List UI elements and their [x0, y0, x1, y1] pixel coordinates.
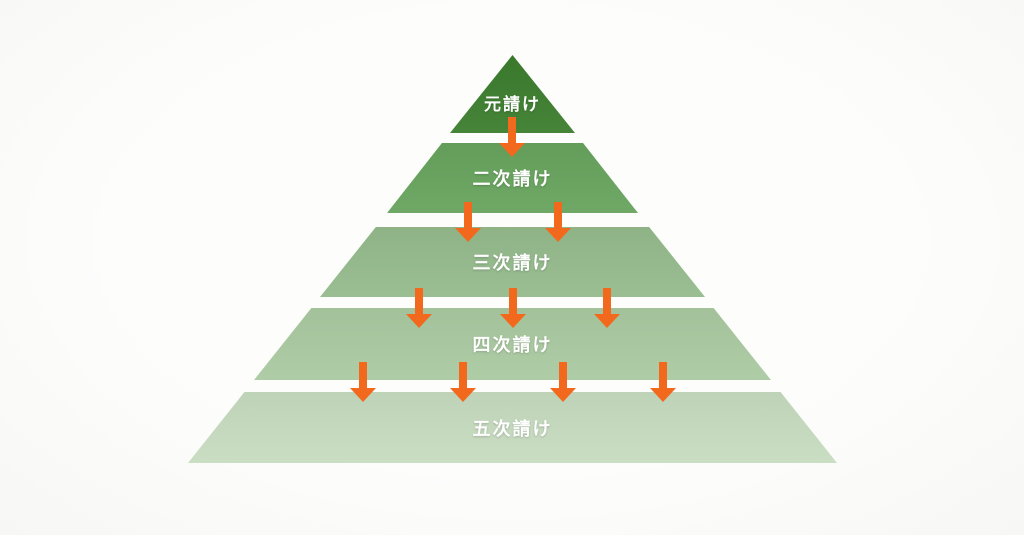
level-1-label: 元請け [484, 95, 541, 114]
down-arrow-icon [450, 362, 476, 402]
level-4-label: 四次請け [472, 335, 553, 355]
down-arrow-icon [594, 288, 620, 328]
level-5-label: 五次請け [472, 418, 553, 439]
down-arrow-icon [350, 362, 376, 402]
down-arrow-icon [500, 288, 526, 328]
down-arrow-icon [455, 202, 481, 242]
pyramid-level-5: 五次請け [188, 392, 837, 463]
down-arrow-icon [406, 288, 432, 328]
level-3-label: 三次請け [472, 253, 553, 273]
level-2-label: 二次請け [472, 169, 553, 189]
down-arrow-icon [499, 117, 525, 157]
down-arrow-icon [545, 202, 571, 242]
pyramid-level-3: 三次請け [320, 227, 705, 297]
down-arrow-icon [650, 362, 676, 402]
down-arrow-icon [550, 362, 576, 402]
